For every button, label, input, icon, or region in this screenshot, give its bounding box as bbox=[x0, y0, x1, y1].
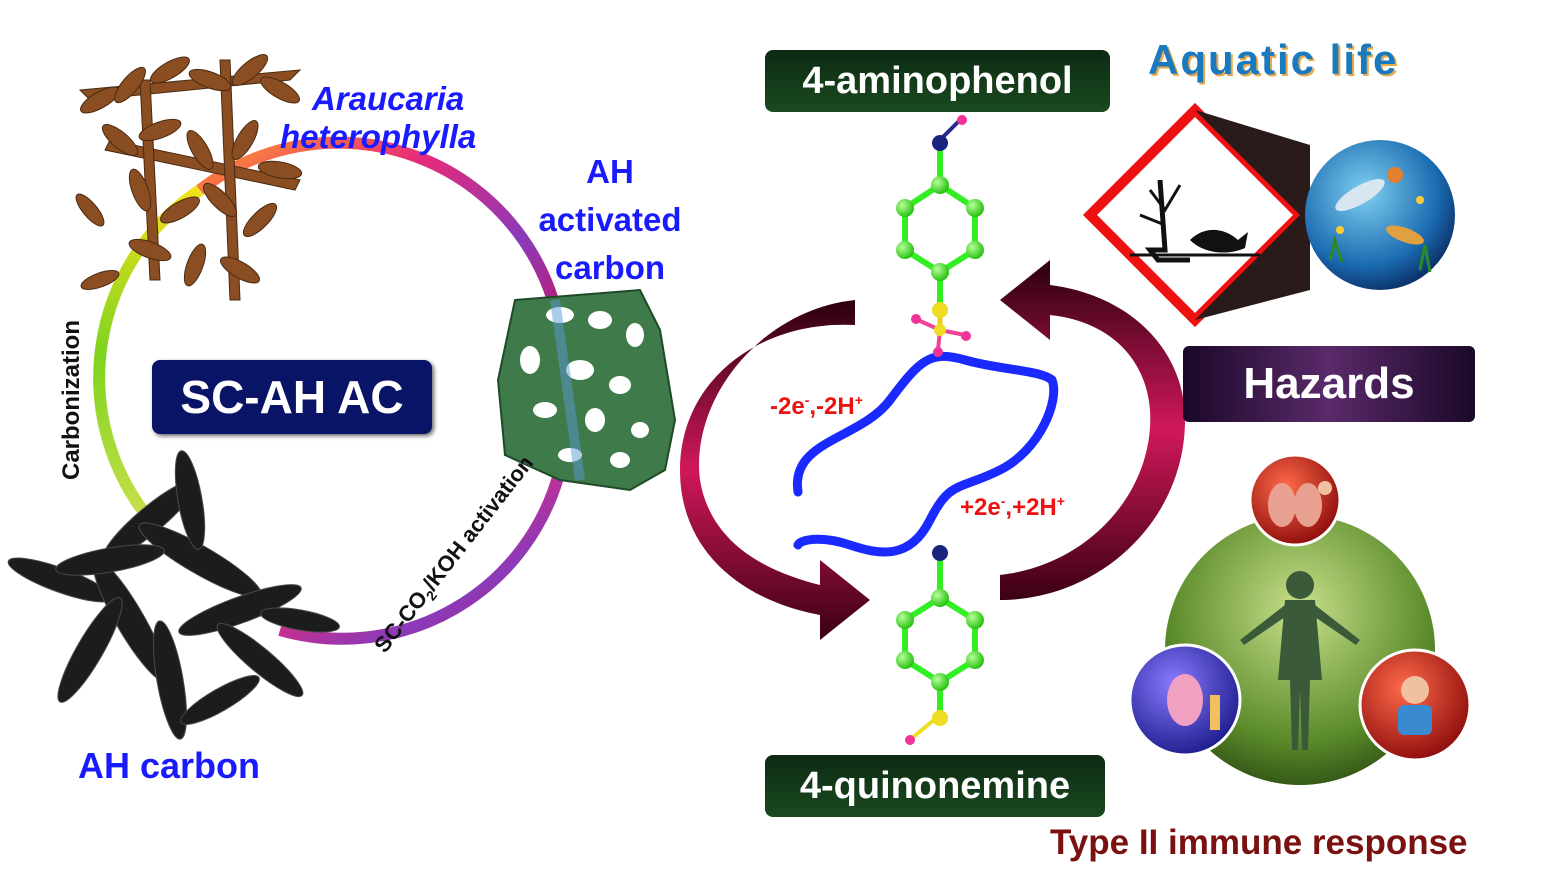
hazard-link-wedge bbox=[1195, 110, 1310, 320]
cycle-ring bbox=[93, 136, 566, 645]
quinonemine-box: 4-quinonemine bbox=[765, 755, 1105, 817]
ah-carbon-icon bbox=[7, 450, 340, 740]
carbonization-label: Carbonization bbox=[58, 320, 85, 480]
aminophenol-box: 4-aminophenol bbox=[765, 50, 1110, 112]
immune-response-icon bbox=[1128, 453, 1472, 785]
immune-response-label: Type II immune response bbox=[1050, 823, 1468, 862]
reaction-cycle-arrows bbox=[680, 260, 1185, 640]
plant-species-label: Araucaria heterophylla bbox=[280, 80, 477, 155]
oxidation-label: -2e-,-2H+ bbox=[770, 392, 863, 420]
araucaria-branch-icon bbox=[75, 54, 303, 301]
aquatic-life-title: Aquatic life bbox=[1148, 36, 1399, 83]
activated-carbon-icon bbox=[496, 288, 677, 492]
sc-ah-ac-box: SC-AH AC bbox=[152, 360, 432, 434]
aquatic-globe-icon bbox=[1305, 140, 1455, 290]
voltammogram-curve bbox=[792, 351, 1059, 557]
activated-carbon-label: AH activated carbon bbox=[538, 153, 682, 286]
aminophenol-molecule-icon bbox=[896, 115, 984, 357]
quinonemine-molecule-icon bbox=[896, 545, 984, 745]
hazards-box: Hazards bbox=[1183, 346, 1475, 422]
ah-carbon-label: AH carbon bbox=[78, 745, 261, 786]
reduction-label: +2e-,+2H+ bbox=[960, 493, 1065, 521]
